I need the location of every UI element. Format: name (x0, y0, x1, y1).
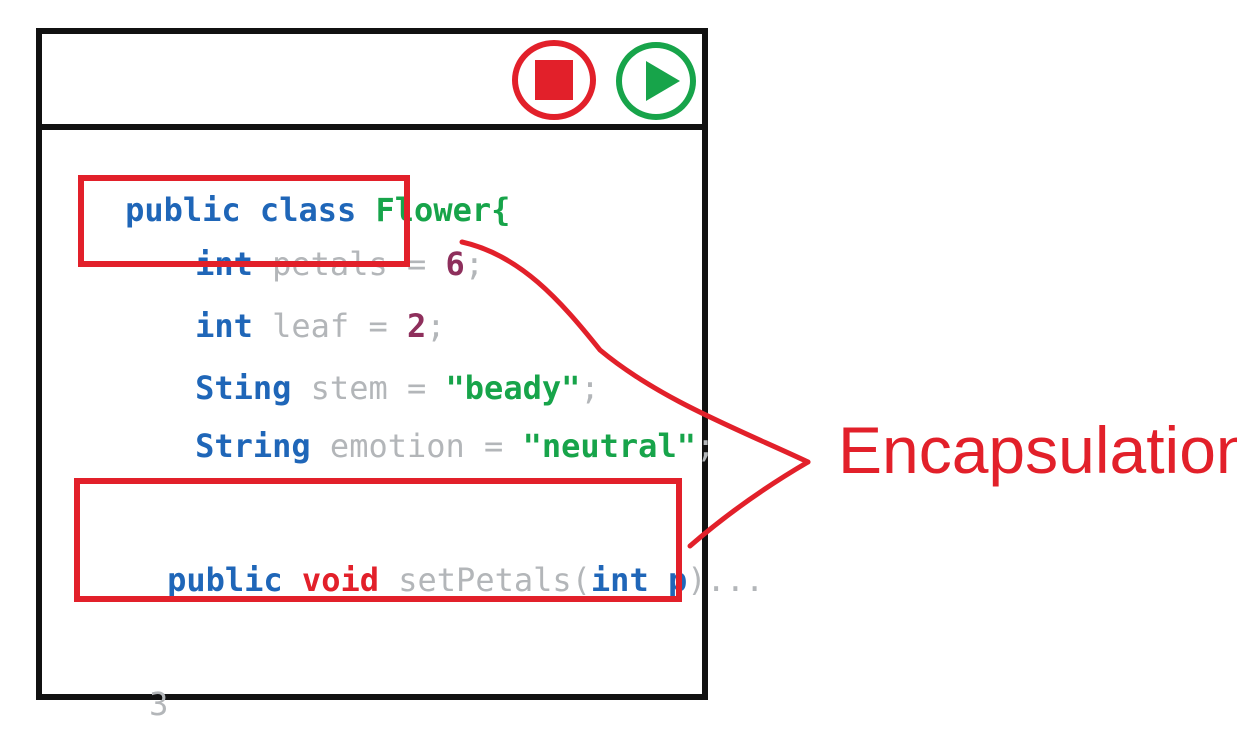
closing-brace: 3 (149, 685, 169, 723)
method-name: setPetals (398, 561, 572, 599)
connector-line-bottom (687, 459, 811, 549)
code-line-class-declaration: public class Flower{ (48, 150, 510, 270)
open-paren: ( (571, 561, 591, 599)
code-editor-window (36, 28, 708, 700)
code-line-stem: Sting stem = "beady"; (118, 328, 600, 448)
value-stem: "beady" (445, 369, 581, 407)
identifier-stem: stem (310, 369, 388, 407)
code-line-leaf: int leaf = 2; (118, 266, 446, 386)
stop-button[interactable] (512, 40, 596, 120)
semicolon: ; (695, 427, 716, 465)
semicolon: ; (580, 369, 600, 407)
type-string: String (195, 427, 311, 465)
editor-toolbar (42, 34, 702, 130)
keyword-public: public (125, 191, 241, 229)
class-name: Flower (375, 191, 492, 229)
value-leaf: 2 (406, 307, 427, 345)
value-petals: 6 (445, 245, 465, 283)
play-button[interactable] (616, 42, 696, 120)
semicolon: ; (464, 245, 485, 283)
keyword-public: public (167, 561, 283, 599)
keyword-class: class (259, 191, 357, 229)
encapsulation-label: Encapsulation (838, 413, 1237, 487)
identifier-leaf: leaf (272, 307, 350, 345)
play-icon (646, 61, 680, 101)
equals-sign: = (368, 307, 388, 345)
keyword-void: void (301, 561, 379, 599)
highlight-box-method (74, 478, 682, 602)
value-emotion: "neutral" (522, 427, 696, 465)
equals-sign: = (406, 245, 427, 283)
close-paren-ellipsis: )... (687, 561, 765, 599)
identifier-emotion: emotion (329, 427, 465, 465)
equals-sign: = (484, 427, 504, 465)
code-line-setpetals: public void setPetals(int p)... (90, 520, 764, 640)
semicolon: ; (426, 307, 446, 345)
open-brace: { (491, 191, 511, 229)
param-type: int (590, 561, 649, 599)
highlight-box-field (78, 175, 410, 267)
code-line-closing-brace: 3 (72, 644, 168, 739)
equals-sign: = (406, 369, 427, 407)
stop-icon (535, 60, 573, 100)
connector-line-top (459, 239, 811, 465)
type-string: Sting (195, 369, 292, 407)
type-int: int (195, 307, 253, 345)
code-line-emotion: String emotion = "neutral"; (118, 386, 715, 506)
